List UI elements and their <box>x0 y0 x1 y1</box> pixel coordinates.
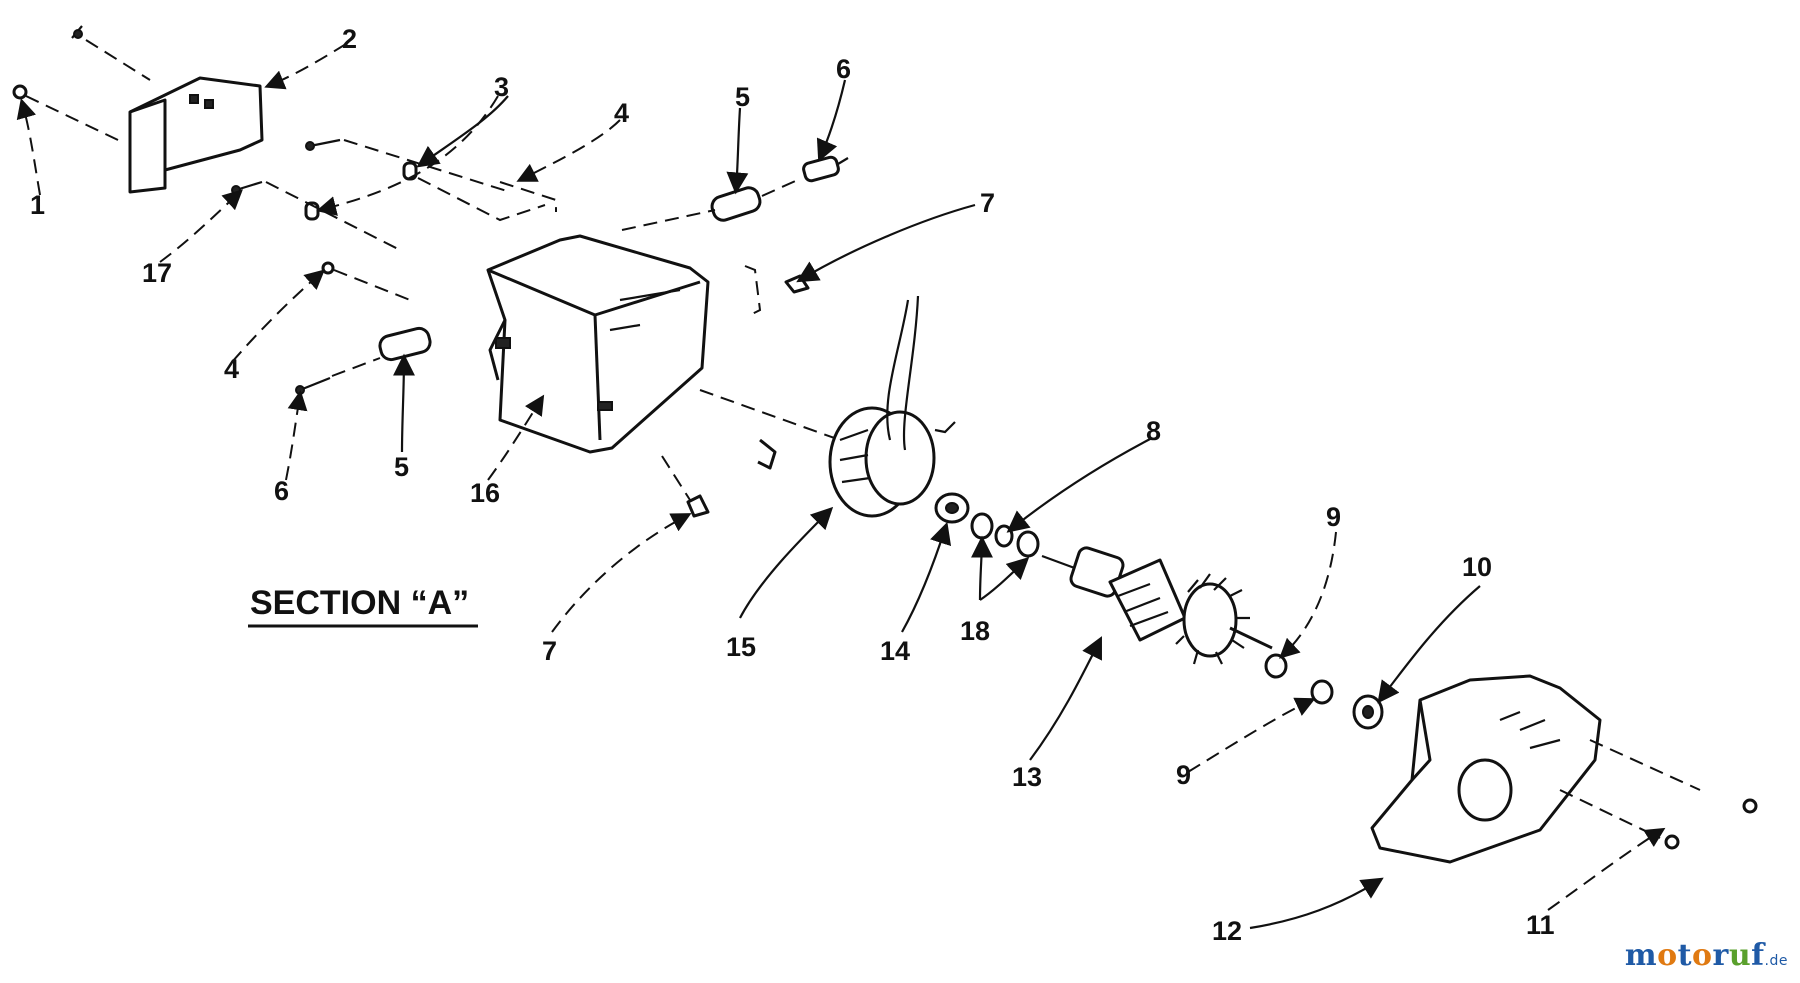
callout-13: 13 <box>1012 762 1042 792</box>
part-washers-18 <box>970 512 1040 558</box>
callout-5: 5 <box>735 82 750 112</box>
callout-6: 6 <box>836 54 851 84</box>
callout-9-upper: 9 <box>1326 502 1341 532</box>
part-screws-4 <box>321 181 557 301</box>
watermark-suffix: .de <box>1764 953 1788 969</box>
callout-8: 8 <box>1146 416 1161 446</box>
part-motor-housing-16 <box>486 234 841 454</box>
part-bushing-3 <box>304 161 546 222</box>
part-bearing-10 <box>1352 694 1384 730</box>
part-brush-6-bottom <box>295 357 381 395</box>
part-washer-9-lower <box>1310 679 1334 705</box>
callout-4: 4 <box>614 98 629 128</box>
callout-7-lower: 7 <box>542 636 557 666</box>
part-washer-9-upper <box>1264 653 1288 679</box>
part-brush-6-top <box>761 155 849 197</box>
callout-11: 11 <box>1526 910 1555 940</box>
part-screws-11 <box>1664 798 1758 850</box>
part-armature-13 <box>1041 546 1273 665</box>
part-bearing-14 <box>934 492 970 524</box>
part-brush-holder-5-bottom <box>378 326 432 362</box>
part-bracket-2 <box>71 25 264 194</box>
part-clip-7-bottom <box>661 455 710 518</box>
callout-2: 2 <box>342 24 357 54</box>
part-end-bell-12 <box>1370 674 1701 864</box>
callout-9-lower: 9 <box>1176 760 1191 790</box>
leader-lines <box>16 43 1666 930</box>
section-title: SECTION “A” <box>250 584 469 622</box>
part-screw-1 <box>12 84 119 141</box>
part-clip-7-top <box>744 265 810 317</box>
callout-16: 16 <box>470 478 500 508</box>
callout-7: 7 <box>980 188 995 218</box>
callout-1: 1 <box>30 190 45 220</box>
callout-18: 18 <box>960 616 990 646</box>
callout-12: 12 <box>1212 916 1242 946</box>
callout-labels: 1 2 3 4 5 6 7 17 4 5 6 16 7 15 14 8 18 1… <box>30 24 1555 946</box>
watermark-logo: motoruf.de <box>1625 938 1788 973</box>
part-brush-holder-5-top <box>621 186 762 231</box>
callout-5-lower: 5 <box>394 452 409 482</box>
callout-4-lower: 4 <box>224 354 239 384</box>
callout-14: 14 <box>880 636 910 666</box>
callout-17: 17 <box>142 258 172 288</box>
callout-3: 3 <box>494 72 509 102</box>
watermark-text: motoruf <box>1624 938 1765 973</box>
part-field-stator-15 <box>757 295 956 518</box>
callout-10: 10 <box>1462 552 1492 582</box>
callout-6-lower: 6 <box>274 476 289 506</box>
callout-15: 15 <box>726 632 756 662</box>
